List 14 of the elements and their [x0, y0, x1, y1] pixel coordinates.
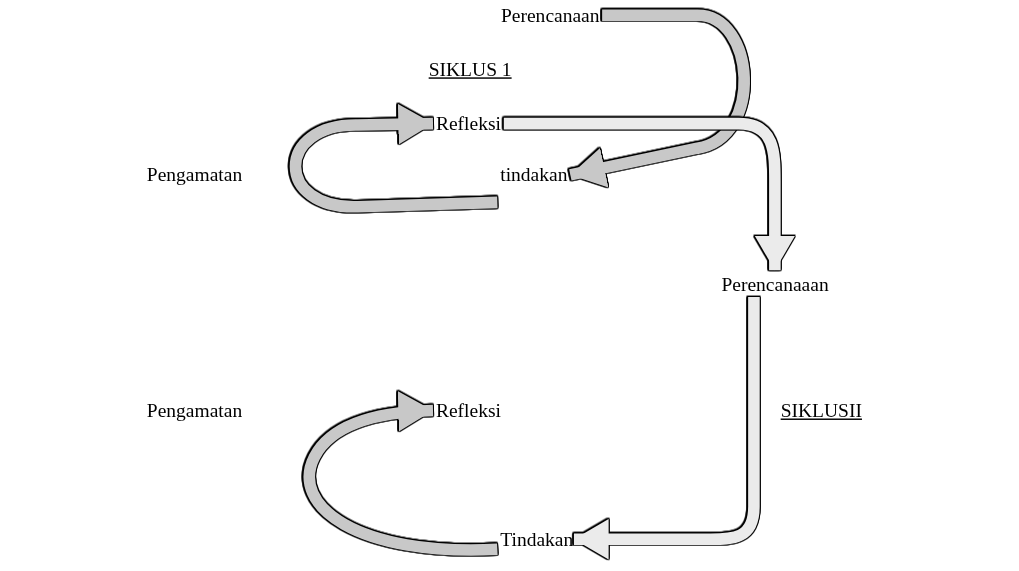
stage-label: Perencanaaan	[721, 273, 829, 297]
stage-label: Refleksi	[436, 399, 502, 423]
cycle-heading: SIKLUS 1	[428, 57, 512, 81]
stage-label: Refleksi	[436, 112, 502, 136]
cycle-heading: SIKLUSII	[780, 399, 863, 423]
block-arrow	[574, 297, 760, 560]
block-arrow	[290, 104, 498, 213]
stage-label: Pengamatan	[147, 399, 243, 423]
block-arrow	[304, 391, 498, 556]
stage-label: Pengamatan	[147, 163, 243, 187]
block-arrow	[569, 9, 751, 188]
block-arrow	[504, 117, 796, 271]
stage-label: Perencanaan	[501, 3, 600, 27]
stage-label: tindakan	[500, 163, 568, 187]
